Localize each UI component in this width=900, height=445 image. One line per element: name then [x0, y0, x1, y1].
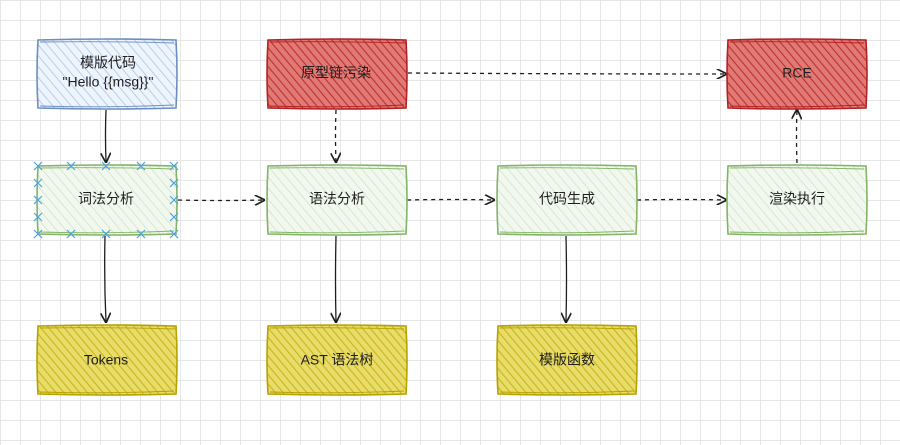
- edges: [105, 73, 797, 322]
- edge-lexer-to-parser[interactable]: [177, 200, 264, 201]
- node-parser-label: 语法分析: [309, 191, 365, 207]
- edge-codegen-to-render[interactable]: [636, 200, 726, 201]
- node-ast-label: AST 语法树: [301, 352, 374, 368]
- edge-parser-to-ast[interactable]: [336, 235, 337, 322]
- edge-render-to-rce[interactable]: [797, 110, 798, 164]
- node-rce[interactable]: RCE: [726, 38, 868, 110]
- edge-pollution-to-rce[interactable]: [407, 73, 726, 74]
- node-template-line1: 模版代码: [80, 55, 136, 71]
- node-template-line2: "Hello {{msg}}": [63, 74, 154, 90]
- node-ast[interactable]: AST 语法树: [266, 324, 408, 396]
- node-parser[interactable]: 语法分析: [266, 164, 408, 236]
- node-tokens-label: Tokens: [84, 352, 128, 368]
- node-template-fn[interactable]: 模版函数: [496, 324, 638, 396]
- edge-lexer-to-tokens[interactable]: [105, 235, 106, 322]
- edge-parser-to-codegen[interactable]: [406, 200, 494, 201]
- node-rce-label: RCE: [782, 65, 812, 81]
- node-codegen[interactable]: 代码生成: [496, 164, 638, 236]
- edge-pollution-to-parser[interactable]: [336, 109, 337, 162]
- node-lexer-label: 词法分析: [78, 191, 134, 207]
- edge-codegen-to-template-fn[interactable]: [566, 235, 567, 322]
- node-lexer[interactable]: 词法分析: [33, 161, 179, 239]
- selection-handles: [33, 161, 179, 239]
- node-prototype-pollution[interactable]: 原型链污染: [266, 38, 408, 110]
- node-template-fn-label: 模版函数: [539, 352, 595, 368]
- node-codegen-label: 代码生成: [539, 191, 595, 207]
- node-tokens[interactable]: Tokens: [36, 324, 178, 396]
- node-render[interactable]: 渲染执行: [726, 164, 868, 236]
- node-render-label: 渲染执行: [769, 191, 825, 207]
- node-template[interactable]: 模版代码 "Hello {{msg}}": [36, 38, 178, 110]
- node-prototype-pollution-label: 原型链污染: [301, 65, 371, 81]
- edge-template-to-lexer[interactable]: [106, 109, 107, 162]
